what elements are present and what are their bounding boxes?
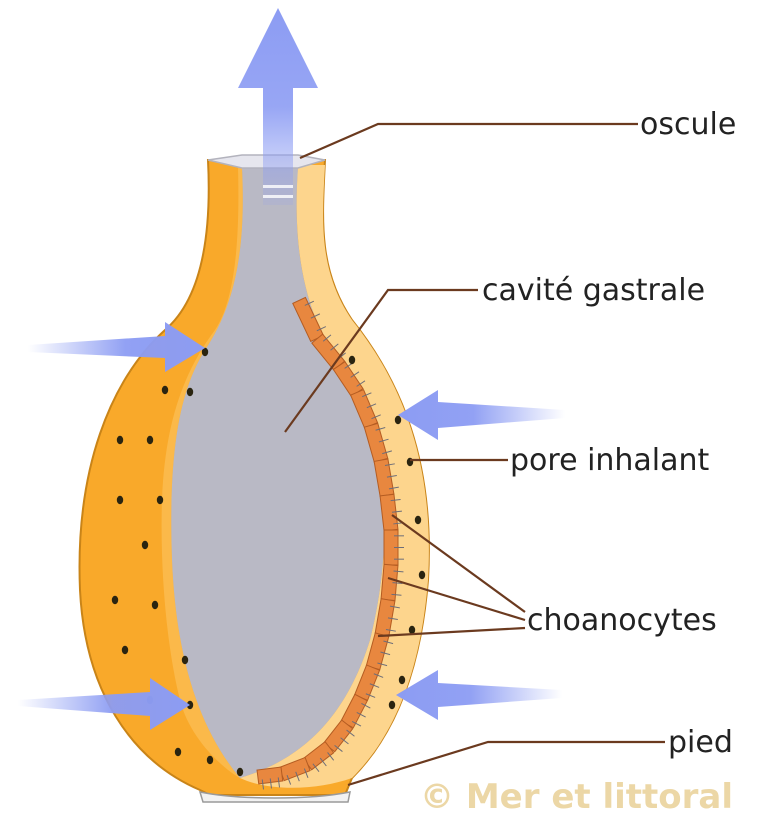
pore [207, 756, 213, 764]
pore [419, 571, 425, 579]
pore [147, 436, 153, 444]
pore [122, 646, 128, 654]
arrow-left-icon [398, 390, 565, 440]
label-pied: pied [668, 725, 733, 760]
pore [399, 676, 405, 684]
arrow-left-icon [396, 670, 562, 720]
pore [112, 596, 118, 604]
label-cavite-gastrale: cavité gastrale [482, 273, 705, 308]
pore [237, 768, 243, 776]
pore [349, 356, 355, 364]
pore [157, 496, 163, 504]
watermark: © Mer et littoral [420, 777, 733, 817]
label-oscule: oscule [640, 107, 736, 142]
pore [117, 496, 123, 504]
pore [389, 701, 395, 709]
pore [415, 516, 421, 524]
pore [142, 541, 148, 549]
label-pore-inhalant: pore inhalant [510, 443, 710, 478]
pore [187, 388, 193, 396]
label-choanocytes: choanocytes [527, 603, 717, 638]
pore [175, 748, 181, 756]
pore [152, 601, 158, 609]
pore [117, 436, 123, 444]
pore [182, 656, 188, 664]
pore [162, 386, 168, 394]
leader-oscule [300, 124, 638, 158]
pore [395, 416, 401, 424]
